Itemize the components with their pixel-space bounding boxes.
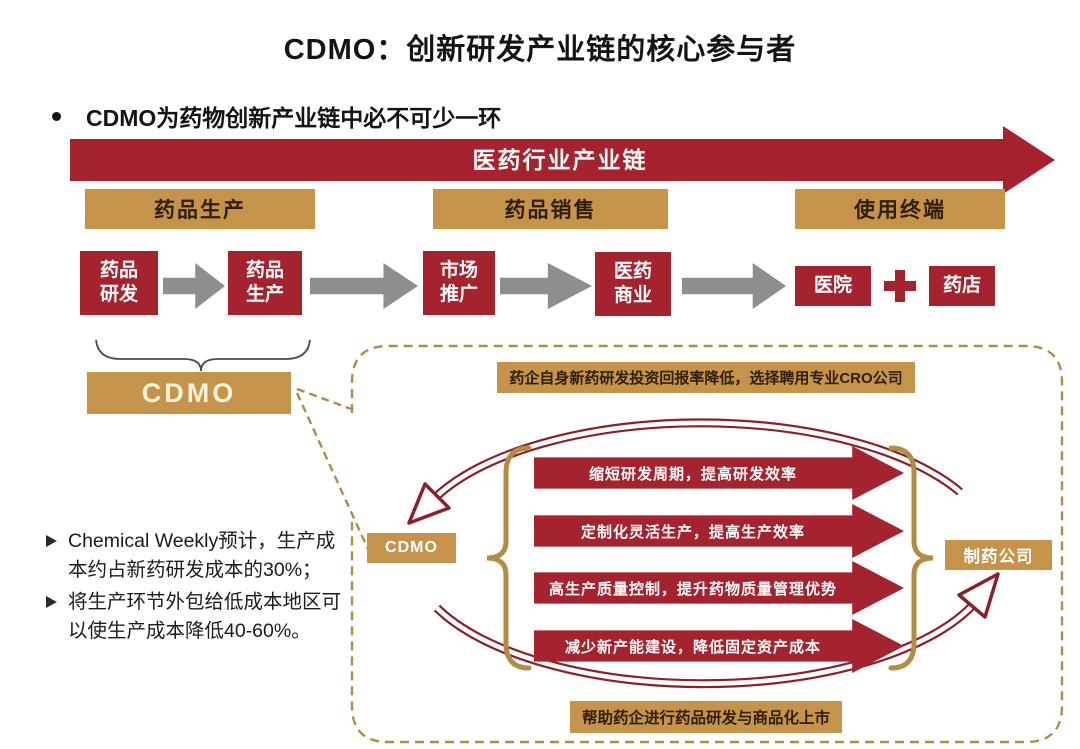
- note-text: Chemical Weekly预计，生产成本约占新药研发成本的30%；: [68, 530, 336, 582]
- flow-box-rd: 药品 研发: [80, 251, 158, 315]
- note-arrow-bullet-icon: [46, 535, 57, 547]
- section-heading: CDMO为药物创新产业链中必不可少一环: [86, 105, 502, 131]
- notes-list: Chemical Weekly预计，生产成本约占新药研发成本的30%； 将生产环…: [46, 527, 342, 648]
- flow-arrow-icon: [163, 263, 225, 309]
- list-item: Chemical Weekly预计，生产成本约占新药研发成本的30%；: [46, 527, 342, 586]
- benefit-arrow: 缩短研发周期，提高研发效率: [534, 446, 904, 500]
- callout-dashed-lines: [295, 387, 370, 550]
- industry-chain-arrowhead-icon: [1003, 126, 1055, 194]
- flow-arrow-icon: [682, 263, 786, 309]
- flow-box-commerce: 医药 商业: [595, 252, 671, 316]
- right-brace-icon: [888, 445, 934, 671]
- flow-box-marketing: 市场 推广: [423, 251, 495, 315]
- benefit-arrow: 减少新产能建设，降低固定资产成本: [534, 619, 904, 673]
- cycle-arrowhead-right-icon: [957, 572, 1000, 619]
- left-brace-icon: [486, 445, 532, 671]
- page-title: CDMO：创新研发产业链的核心参与者: [283, 34, 797, 66]
- stage-terminal: 使用终端: [795, 189, 1005, 229]
- industry-chain-label: 医药行业产业链: [472, 147, 648, 173]
- terminal-pharmacy: 药店: [929, 266, 995, 306]
- flow-arrow-icon: [310, 263, 418, 309]
- detail-cdmo-box: CDMO: [367, 533, 456, 563]
- flow-box-manufacture: 药品 生产: [228, 251, 302, 315]
- detail-pharma-company-box: 制药公司: [945, 540, 1052, 570]
- plus-icon: [895, 270, 905, 302]
- note-text: 将生产环节外包给低成本地区可以使生产成本降低40-60%。: [68, 590, 342, 642]
- list-item: 将生产环节外包给低成本地区可以使生产成本降低40-60%。: [46, 588, 342, 647]
- note-arrow-bullet-icon: [46, 595, 57, 608]
- benefit-arrow: 高生产质量控制，提升药物质量管理优势: [534, 561, 904, 615]
- brace-under-production-icon: [95, 339, 311, 372]
- stage-sales: 药品销售: [433, 189, 668, 229]
- cycle-arrowhead-left-icon: [407, 482, 451, 525]
- detail-top-banner: 药企自身新药研发投资回报率降低，选择聘用专业CRO公司: [497, 362, 915, 393]
- cdmo-main-box: CDMO: [87, 372, 291, 414]
- benefit-arrow: 定制化灵活生产，提高生产效率: [534, 504, 904, 558]
- bullet-dot-icon: [52, 112, 61, 121]
- industry-chain-arrow-body: [70, 139, 1004, 181]
- terminal-hospital: 医院: [795, 266, 871, 306]
- flow-arrow-icon: [500, 263, 592, 309]
- detail-bottom-banner: 帮助药企进行药品研发与商品化上市: [570, 701, 842, 733]
- stage-production: 药品生产: [85, 189, 315, 229]
